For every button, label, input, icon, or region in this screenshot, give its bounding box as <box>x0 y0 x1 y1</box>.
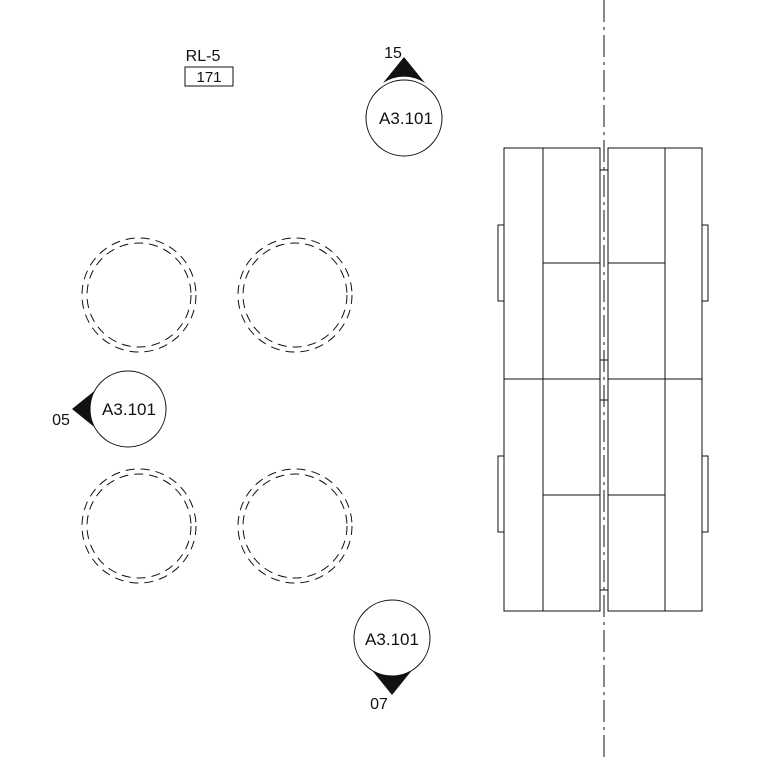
section-marker-west-detail: 05 <box>52 412 70 429</box>
section-marker-north-circle <box>365 79 443 157</box>
furniture-tab-right-upper <box>701 224 709 302</box>
section-marker-north-arrow <box>383 57 425 83</box>
section-marker-south-detail: 07 <box>370 696 388 713</box>
furniture-tab-left-lower <box>497 455 505 533</box>
section-marker-west[interactable]: A3.101 05 <box>52 370 167 448</box>
section-marker-south-circle <box>353 599 431 677</box>
section-marker-north-detail: 15 <box>384 45 402 62</box>
furniture-tab-left-upper <box>497 224 505 302</box>
section-marker-south[interactable]: A3.101 07 <box>353 599 431 713</box>
room-tag-number: 171 <box>196 69 221 86</box>
dashed-circle-top-right <box>237 237 353 353</box>
centerline-gap-marks <box>600 169 608 591</box>
furniture-block <box>497 147 709 612</box>
section-marker-south-arrow <box>371 669 413 695</box>
room-tag-number-box <box>184 66 234 87</box>
dashed-circle-top-left <box>81 237 197 353</box>
dashed-circle-bottom-left <box>81 468 197 584</box>
section-marker-west-circle <box>89 370 167 448</box>
section-marker-north-sheet: A3.101 <box>379 109 433 128</box>
section-marker-west-sheet: A3.101 <box>102 400 156 419</box>
furniture-tab-right-lower <box>701 455 709 533</box>
room-tag-name: RL-5 <box>186 48 221 65</box>
section-marker-south-sheet: A3.101 <box>365 630 419 649</box>
dashed-circle-group <box>81 237 353 584</box>
room-tag[interactable]: RL-5 171 <box>184 48 234 87</box>
dashed-circle-bottom-right <box>237 468 353 584</box>
section-marker-north[interactable]: A3.101 15 <box>365 45 443 157</box>
